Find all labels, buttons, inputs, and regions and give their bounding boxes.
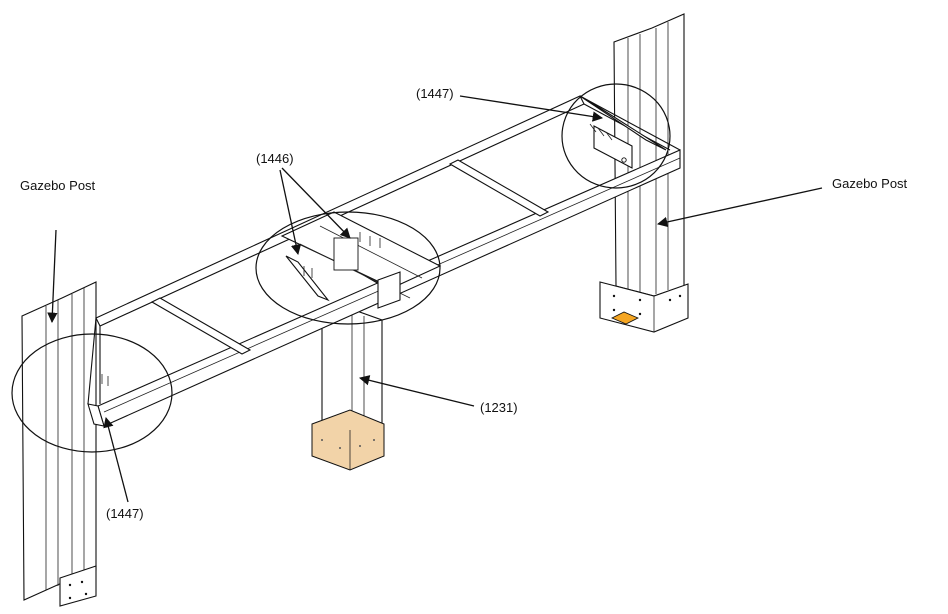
arrow-gazebo-post-right bbox=[656, 187, 823, 228]
callout-circle-right-end bbox=[561, 83, 671, 189]
orange-bracket bbox=[611, 311, 639, 325]
label-gazebo-post-left: Gazebo Post bbox=[20, 178, 96, 193]
arrow-1446-a bbox=[279, 169, 302, 256]
left-gazebo-post bbox=[21, 281, 97, 607]
label-part-1447-top: (1447) bbox=[416, 86, 454, 101]
wood-block bbox=[311, 409, 385, 471]
callout-circle-left-end bbox=[11, 333, 173, 453]
callout-circle-center bbox=[255, 211, 441, 325]
arrow-1447-top bbox=[459, 95, 604, 122]
screw-marks bbox=[95, 123, 613, 386]
label-part-1446: (1446) bbox=[256, 151, 294, 166]
label-part-1231: (1231) bbox=[480, 400, 518, 415]
arrow-gazebo-post-left bbox=[47, 229, 58, 324]
arrow-1231 bbox=[358, 375, 475, 407]
arrow-1447-bottom bbox=[103, 416, 129, 503]
beam-frame bbox=[87, 95, 681, 427]
label-gazebo-post-right: Gazebo Post bbox=[832, 176, 908, 191]
label-part-1447-bottom: (1447) bbox=[106, 506, 144, 521]
middle-support-post bbox=[311, 309, 385, 471]
arrow-1446-b bbox=[281, 167, 351, 239]
